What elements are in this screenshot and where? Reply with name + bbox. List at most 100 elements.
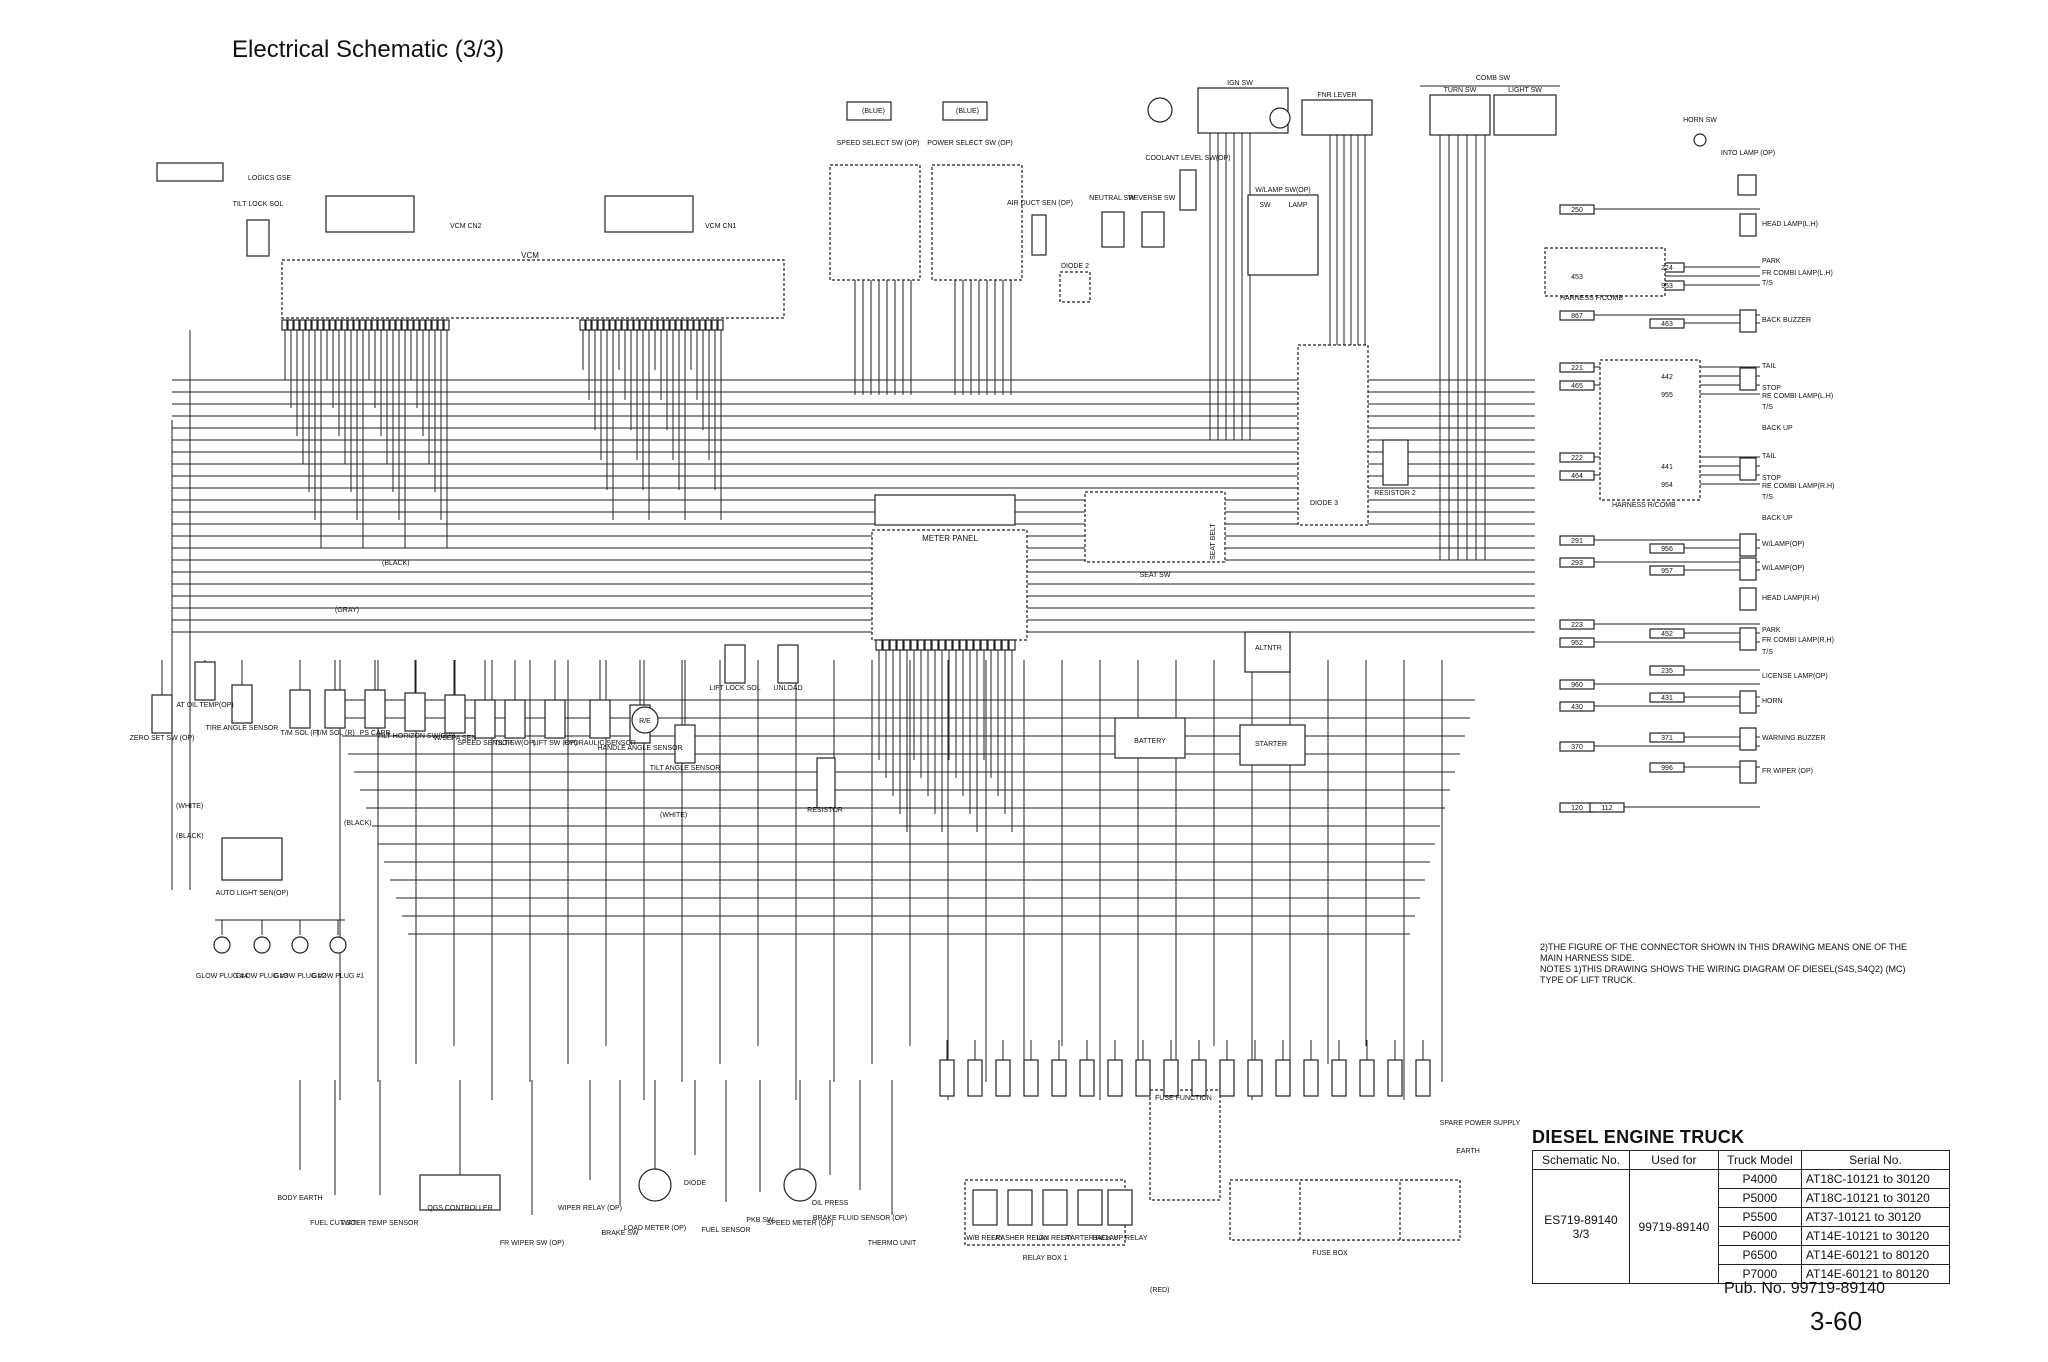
into-lamp-icon [1737,174,1757,196]
vcm-pin [323,319,330,331]
vcm-pin [407,319,414,331]
harness-f-comb-label: HARNESS F/COMB [1560,295,1623,302]
vcm-pin [287,319,294,331]
vcm-pin [443,319,450,331]
sensor-label: TIRE ANGLE SENSOR [206,725,279,732]
reverse-sw [1141,211,1165,248]
bottom-label: BRAKE SW [602,1230,639,1237]
bottom-label: BODY EARTH [277,1195,322,1202]
wire-number: 956 [1661,546,1673,553]
vcm-pin [305,319,312,331]
sensor-body [504,699,526,739]
glow-plug-icon [253,936,271,954]
vcm-pin [437,319,444,331]
w-lamp-sw-box [1247,194,1319,276]
speed-select-label: SPEED SELECT SW (OP) [837,140,920,147]
vcm-pin [705,319,712,331]
vcm-cn2-label: VCM CN2 [450,223,482,230]
wire-number-box [1559,557,1595,568]
lamp-label: HEAD LAMP(R.H) [1762,595,1819,602]
battery-label: BATTERY [1134,738,1166,745]
bottom-label: QGS CONTROLLER [427,1205,492,1212]
lamp-label: T/S [1762,280,1773,287]
meter-pin [945,639,953,651]
color-tag: (RED) [1150,1287,1169,1294]
vcm-pin [419,319,426,331]
wire-number-box [1559,470,1595,481]
sensor-label: TILT HORIZON SW(OP) [377,733,453,740]
lamp-body [1739,213,1757,237]
wire-number: 953 [1661,283,1673,290]
altntr-label: ALTNTR [1255,645,1282,652]
sensor-body [151,694,173,734]
into-lamp-label: INTO LAMP (OP) [1721,150,1775,157]
vcm-block [281,259,785,319]
relay-label: STARTER RELAY [1062,1235,1119,1242]
meter-pin [882,639,890,651]
lamp-body [1739,760,1757,784]
logics-gse-connector [156,162,224,182]
color-tag: (GRAY) [335,607,359,614]
sensor-body [324,689,346,729]
vcm-pin [377,319,384,331]
meter-panel-label: METER PANEL [922,534,978,543]
power-select-label: POWER SELECT SW (OP) [927,140,1012,147]
relay-body [1042,1189,1068,1226]
vcm-pin [687,319,694,331]
vcm-pin [633,319,640,331]
harness-f-comb [1544,247,1666,297]
bottom-label: SPEED METER (OP) [767,1220,834,1227]
vcm-pin [329,319,336,331]
vcm-pin [431,319,438,331]
lamp-body [1739,627,1757,651]
tilt-lock-sol [246,219,270,257]
sw-label: SW [1259,202,1271,209]
earth-label: EARTH [1456,1148,1480,1155]
wire-number-box [1649,665,1685,676]
vcm-pin [645,319,652,331]
vcm-pin [627,319,634,331]
bottom-connector [1275,1059,1291,1097]
speed-select-connector [846,101,892,121]
cell-schematic-no: ES719-89140 3/3 [1532,1169,1630,1284]
wire-number-box [1649,628,1685,639]
lamp-label: BACK BUZZER [1762,317,1811,324]
starter-label: STARTER [1255,741,1287,748]
coolant-label: COOLANT LEVEL SW(OP) [1145,155,1230,162]
vcm-pin [639,319,646,331]
wire-number-box [1649,565,1685,576]
fnr-lever-label: FNR LEVER [1317,92,1356,99]
bottom-label: BRAKE FLUID SENSOR (OP) [813,1215,907,1222]
sensor-body [724,644,746,684]
lamp-label: FR COMBI LAMP(L.H) [1762,270,1833,277]
lamp-label: T/S [1762,404,1773,411]
bottom-connector [1387,1059,1403,1097]
fuse-function-label: FUSE FUNCTION [1155,1095,1212,1102]
lamp-body [1739,309,1757,333]
vcm-pin [335,319,342,331]
sensor-label: ZERO SET SW (OP) [130,735,195,742]
sensor-body [364,689,386,729]
notes-block: 2)THE FIGURE OF THE CONNECTOR SHOWN IN T… [1540,942,1920,986]
speed-select-sw [829,164,921,281]
vcm-pin [603,319,610,331]
lamp-label: TAIL [1762,453,1776,460]
qgs-controller-box [419,1174,501,1211]
wire-number: 954 [1661,482,1673,489]
wire-number-box [1559,535,1595,546]
th-truck-model: Truck Model [1717,1150,1802,1170]
comb-sw-label: COMB SW [1476,75,1511,82]
wire-number-box [1559,619,1595,630]
battery-body [1114,717,1186,759]
lamp-body [1739,587,1757,611]
vcm-pin [347,319,354,331]
vcm-pin [383,319,390,331]
meter-pin [903,639,911,651]
lamp-label: TAIL [1762,363,1776,370]
wire-number: 441 [1661,464,1673,471]
relay-body [1077,1189,1103,1226]
wire-number: 431 [1661,695,1673,702]
load-meter-dial [638,1168,672,1202]
spare-power-label: SPARE POWER SUPPLY [1440,1120,1521,1127]
meter-pin [987,639,995,651]
